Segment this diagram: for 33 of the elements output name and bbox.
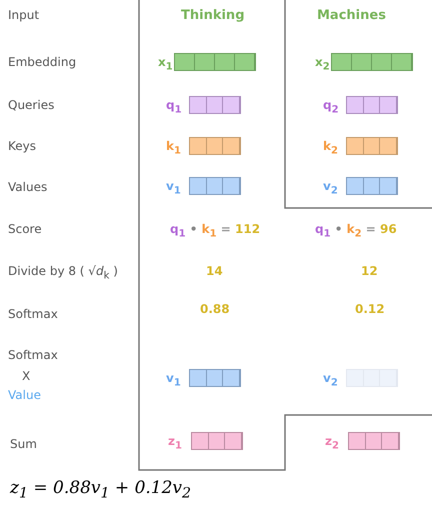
- vector-label: z$_{2}$: [325, 434, 339, 452]
- row-label: Score: [8, 222, 42, 236]
- row-label: Keys: [8, 139, 36, 153]
- vector-label: z$_{1}$: [168, 434, 182, 452]
- vector-label: q$_{1}$: [166, 98, 182, 116]
- score-formula: q$_{1}$ • k$_{2}$ = 96: [315, 222, 397, 240]
- row-label: X: [22, 369, 30, 383]
- row-label: Values: [8, 180, 48, 194]
- softmax-value: 0.12: [355, 302, 385, 316]
- softmax-value: 0.88: [200, 302, 230, 316]
- row-label: Value: [8, 388, 41, 402]
- row-label: Input: [8, 8, 40, 22]
- row-label: Embedding: [8, 55, 76, 69]
- row-label: Sum: [10, 437, 37, 451]
- row-label: Queries: [8, 98, 54, 112]
- column-heading: Thinking: [181, 8, 244, 23]
- row-label: Divide by 8 ( √d$_{k}$ ): [8, 264, 118, 282]
- column-heading: Machines: [317, 8, 386, 23]
- vector-label: k$_{2}$: [323, 139, 338, 156]
- row-label: Softmax: [8, 307, 58, 321]
- formula-caption: z$_{1}$ = 0.88v$_{1}$ + 0.12v$_{2}$: [10, 478, 192, 502]
- vector-label: x$_{2}$: [315, 55, 330, 72]
- vector-label: x$_{1}$: [158, 55, 173, 72]
- score-value: 12: [361, 264, 378, 278]
- score-value: 14: [206, 264, 223, 278]
- vector-label: k$_{1}$: [166, 139, 181, 156]
- vector-label: v$_{1}$: [166, 371, 181, 388]
- vector-label: v$_{2}$: [323, 371, 338, 388]
- vector-label: v$_{2}$: [323, 179, 338, 196]
- row-label: Softmax: [8, 348, 58, 362]
- vector-label: v$_{1}$: [166, 179, 181, 196]
- score-formula: q$_{1}$ • k$_{1}$ = 112: [170, 222, 260, 240]
- vector-label: q$_{2}$: [323, 98, 339, 116]
